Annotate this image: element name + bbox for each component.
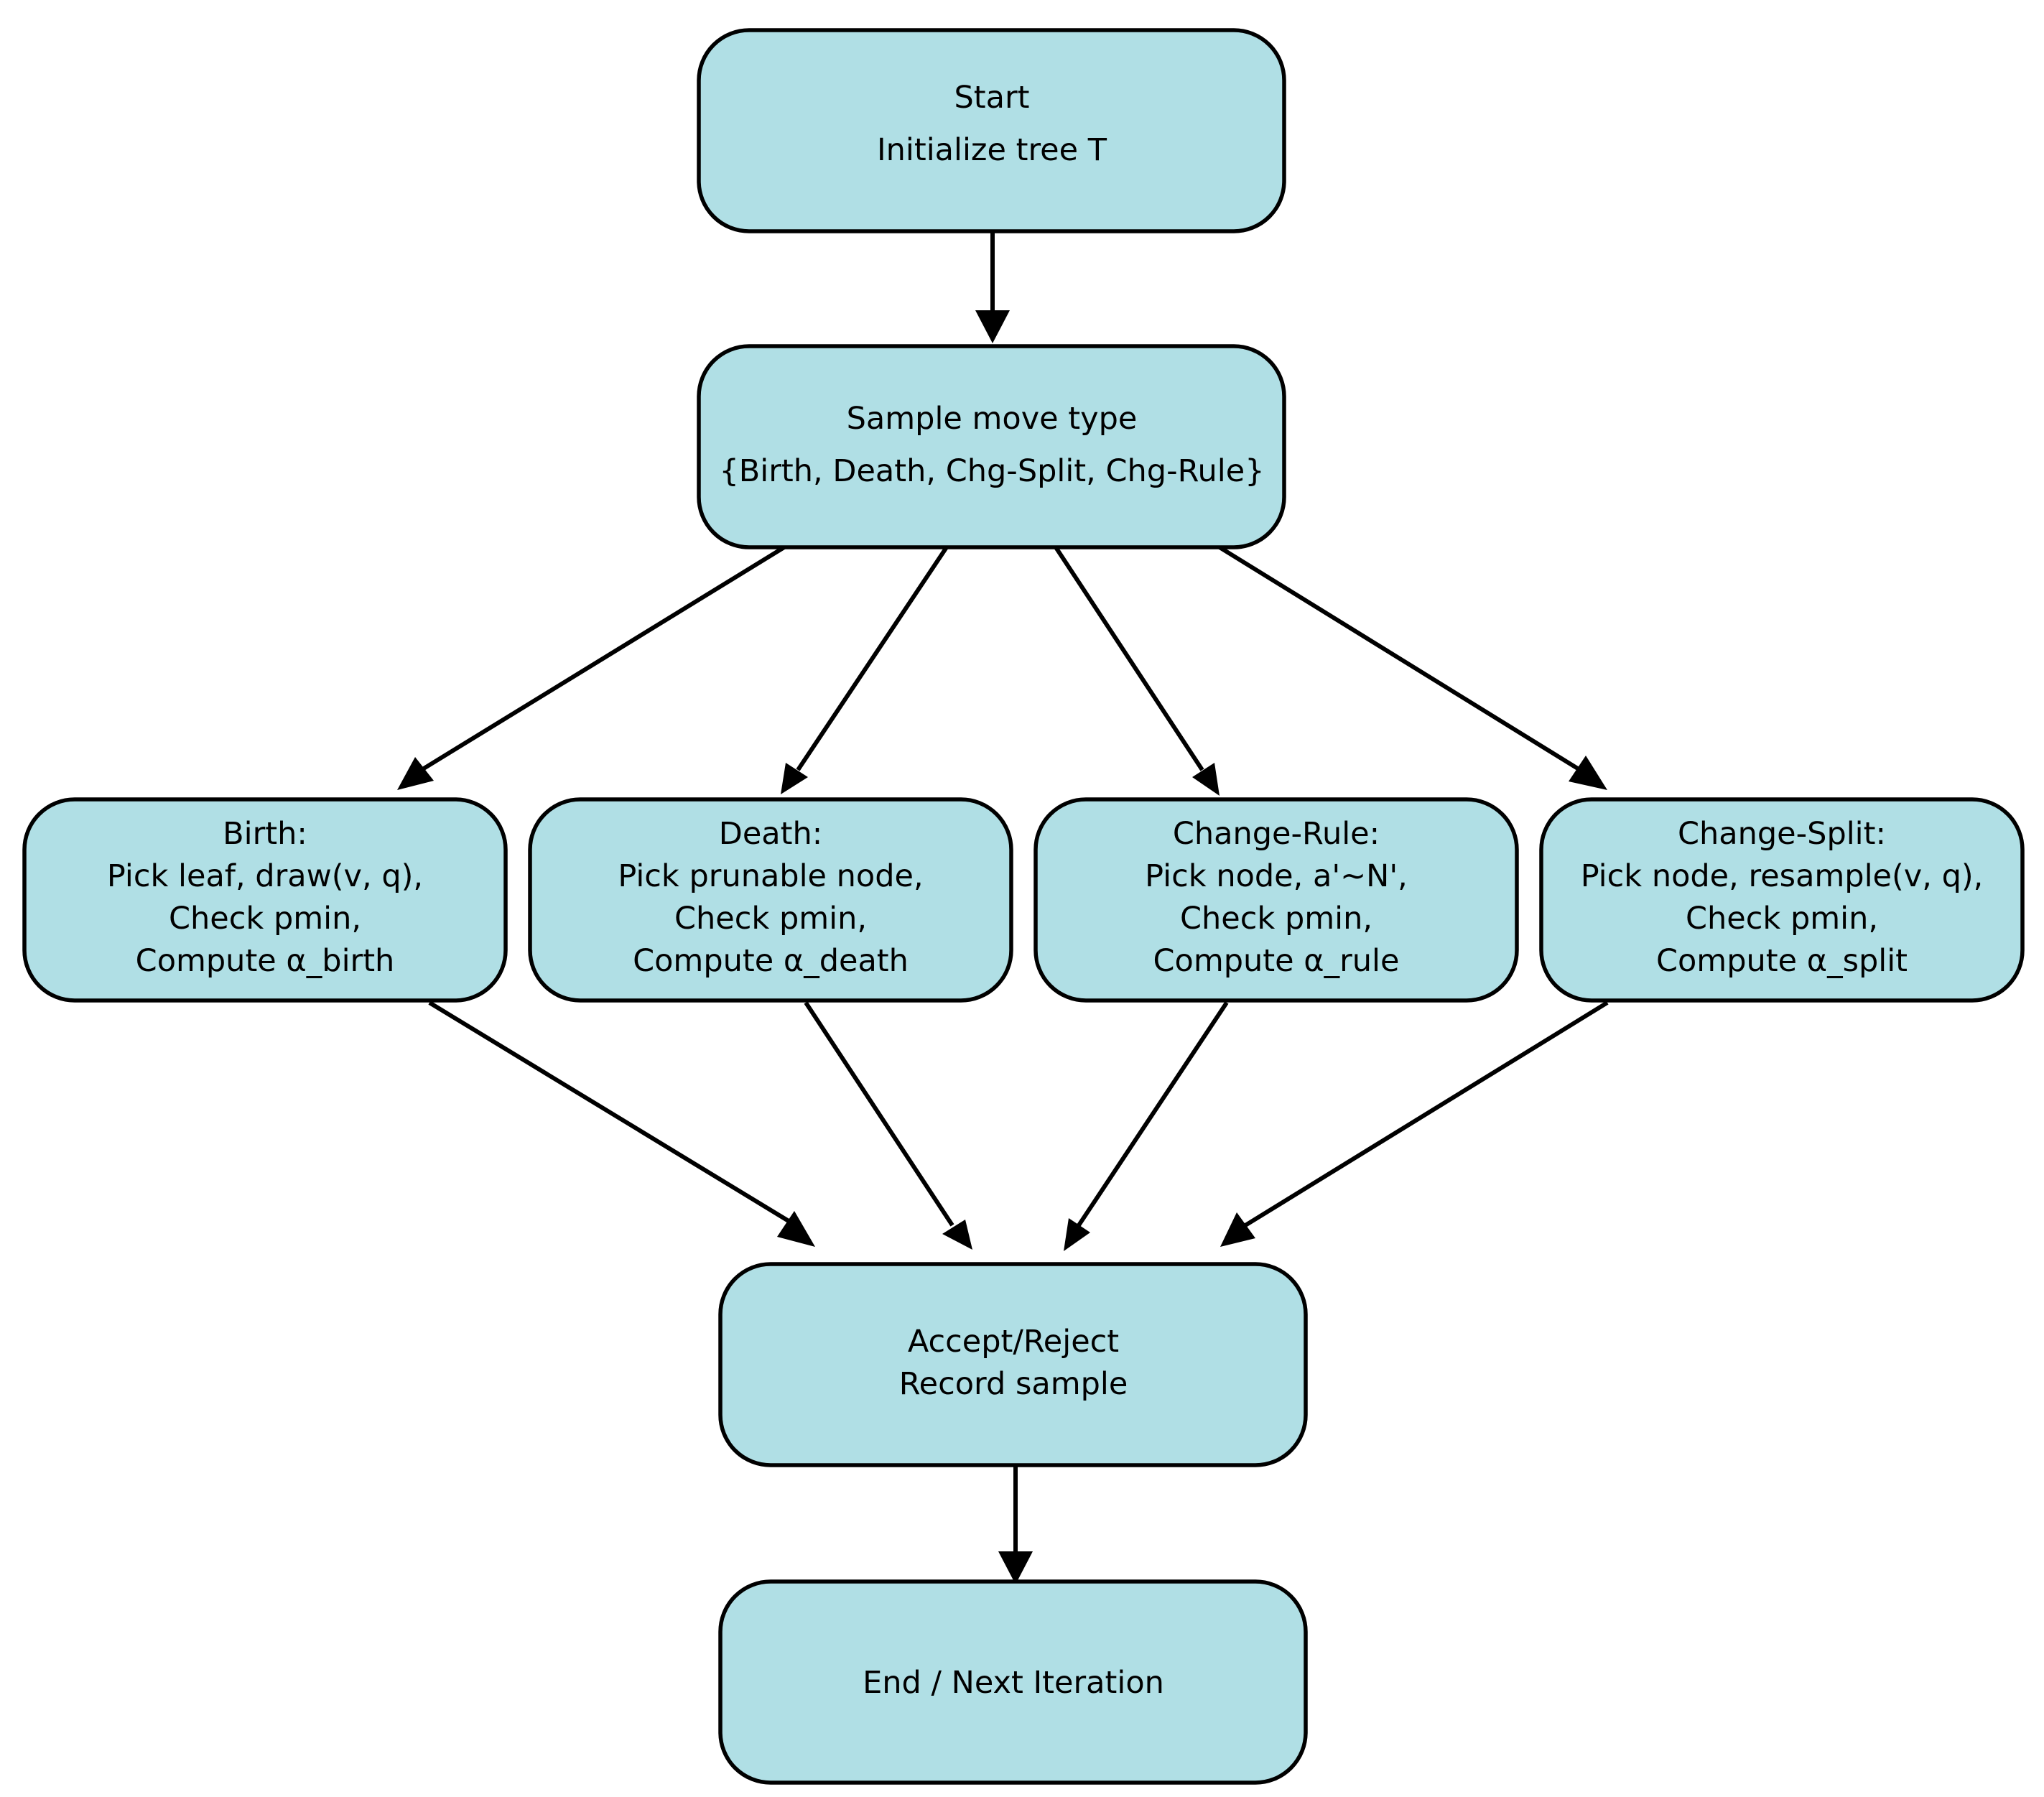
arrowhead-birth-to-accept bbox=[777, 1211, 815, 1247]
node-change-split-box bbox=[1539, 797, 2025, 1003]
node-sample: Sample move type {Birth, Death, Chg-Spli… bbox=[697, 344, 1286, 549]
node-change-rule-line-4: Compute α_rule bbox=[1153, 943, 1400, 979]
edge-birth-to-accept bbox=[428, 1000, 790, 1223]
arrowhead-sample-to-change-rule bbox=[1192, 763, 1220, 796]
node-change-split-line-1: Change-Split: bbox=[1678, 816, 1886, 852]
arrowhead-sample-to-birth bbox=[397, 757, 434, 790]
node-death-line-4: Compute α_death bbox=[633, 943, 909, 979]
node-accept-line-1: Accept/Reject bbox=[908, 1324, 1119, 1360]
node-death: Death: Pick prunable node, Check pmin, C… bbox=[528, 797, 1013, 1003]
arrowhead-death-to-accept bbox=[942, 1220, 972, 1250]
node-end-box bbox=[718, 1579, 1308, 1785]
edge-change-split-to-accept bbox=[1244, 1000, 1609, 1227]
node-accept-box bbox=[718, 1262, 1308, 1467]
node-sample-box bbox=[697, 344, 1286, 549]
edge-change-rule-to-accept bbox=[1077, 1001, 1229, 1227]
arrowhead-change-rule-to-accept bbox=[1064, 1218, 1090, 1251]
arrowhead-start-to-sample bbox=[975, 310, 1010, 343]
node-accept-line-2: Record sample bbox=[899, 1366, 1128, 1402]
edge-sample-to-birth bbox=[422, 545, 786, 771]
node-birth-line-1: Birth: bbox=[223, 816, 307, 852]
node-change-split: Change-Split: Pick node, resample(v, q),… bbox=[1539, 797, 2025, 1003]
edge-sample-to-death bbox=[796, 546, 949, 771]
edge-death-to-accept bbox=[804, 1001, 954, 1227]
edge-sample-to-change-rule bbox=[1054, 546, 1204, 771]
node-birth-line-2: Pick leaf, draw(v, q), bbox=[107, 858, 423, 894]
node-sample-line-2: {Birth, Death, Chg-Split, Chg-Rule} bbox=[719, 453, 1264, 489]
node-birth-line-4: Compute α_birth bbox=[136, 943, 395, 979]
node-change-rule-line-3: Check pmin, bbox=[1180, 901, 1372, 937]
node-end-line-1: End / Next Iteration bbox=[863, 1665, 1164, 1701]
edges bbox=[397, 231, 1609, 1584]
edge-sample-to-change-split bbox=[1218, 545, 1581, 772]
node-change-rule-box bbox=[1033, 797, 1519, 1003]
node-death-line-3: Check pmin, bbox=[674, 901, 867, 937]
node-change-rule-line-2: Pick node, a'~N', bbox=[1145, 858, 1408, 894]
node-end: End / Next Iteration bbox=[718, 1579, 1308, 1785]
node-start-line-2: Initialize tree T bbox=[877, 132, 1107, 168]
node-change-split-line-2: Pick node, resample(v, q), bbox=[1581, 858, 1984, 894]
node-start-box bbox=[697, 28, 1286, 233]
node-start-line-1: Start bbox=[954, 80, 1029, 116]
arrowhead-accept-to-end bbox=[998, 1551, 1033, 1584]
node-death-line-2: Pick prunable node, bbox=[618, 858, 923, 894]
node-death-box bbox=[528, 797, 1013, 1003]
node-accept: Accept/Reject Record sample bbox=[718, 1262, 1308, 1467]
arrowhead-sample-to-death bbox=[781, 763, 808, 794]
node-start: Start Initialize tree T bbox=[697, 28, 1286, 233]
node-change-rule-line-1: Change-Rule: bbox=[1173, 816, 1380, 852]
node-change-split-line-3: Check pmin, bbox=[1686, 901, 1878, 937]
node-birth-line-3: Check pmin, bbox=[169, 901, 361, 937]
node-change-rule: Change-Rule: Pick node, a'~N', Check pmi… bbox=[1033, 797, 1519, 1003]
node-birth: Birth: Pick leaf, draw(v, q), Check pmin… bbox=[22, 797, 508, 1003]
node-birth-box bbox=[22, 797, 508, 1003]
arrowhead-sample-to-change-split bbox=[1569, 756, 1607, 790]
node-death-line-1: Death: bbox=[719, 816, 823, 852]
node-change-split-line-4: Compute α_split bbox=[1656, 943, 1908, 979]
arrowhead-change-split-to-accept bbox=[1220, 1212, 1255, 1247]
node-sample-line-1: Sample move type bbox=[847, 401, 1138, 437]
